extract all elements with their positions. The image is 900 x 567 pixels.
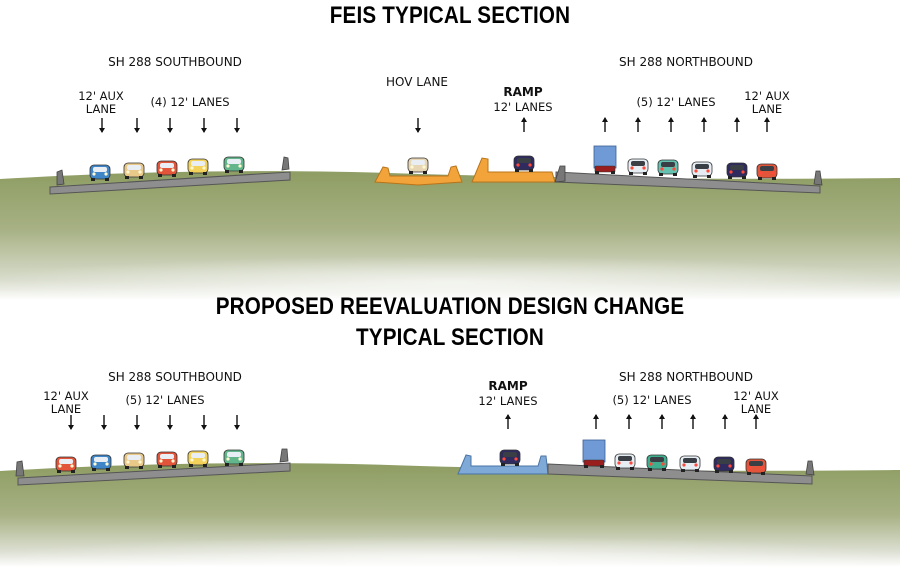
sb-label-2: SH 288 SOUTHBOUND [108, 370, 242, 384]
nb2-lane-arrow-2 [659, 414, 665, 429]
nb2-car-0 [614, 453, 636, 470]
sb1-lane-arrow-4 [234, 118, 240, 133]
nb2-car-2 [679, 455, 701, 472]
northbound-roadway-2 [547, 460, 815, 485]
ramp-sub-label-1: 12' LANES [493, 100, 553, 114]
sb1-car-3 [187, 158, 209, 175]
nb1-car-0 [627, 158, 649, 175]
nb-label-1: SH 288 NORTHBOUND [619, 55, 753, 69]
sb2-car-3 [156, 451, 178, 468]
nb-aux-label-2: 12' AUX LANE [733, 389, 779, 416]
sb2-car-4 [187, 450, 209, 467]
nb-lanes-label-2: (5) 12' LANES [612, 393, 692, 407]
ramp2-car [499, 449, 521, 466]
nb-label-2: SH 288 NORTHBOUND [619, 370, 753, 384]
ramp-sub-label-2: 12' LANES [478, 394, 538, 408]
sb-lanes-label-2: (5) 12' LANES [125, 393, 205, 407]
hov-car [407, 157, 429, 174]
nb2-truck [582, 439, 606, 468]
nb2-car-1 [646, 454, 668, 471]
ramp-label-1: RAMP [503, 85, 543, 99]
sb2-car-2 [123, 452, 145, 469]
nb2-lane-arrow-3 [690, 414, 696, 429]
nb1-lane-arrow-1 [635, 117, 641, 132]
nb1-lane-arrow-5 [764, 117, 770, 132]
nb1-lane-arrow-2 [668, 117, 674, 132]
ramp1-car [513, 155, 535, 172]
section-1-title: FEIS TYPICAL SECTION [329, 2, 571, 29]
southbound-roadway-1 [49, 156, 291, 195]
nb2-lane-arrow-4 [722, 414, 728, 429]
section-2-title-line2: TYPICAL SECTION [356, 324, 544, 351]
nb1-lane-arrow-0 [602, 117, 608, 132]
sb1-lane-arrow-2 [167, 118, 173, 133]
sb-label-1: SH 288 SOUTHBOUND [108, 55, 242, 69]
sb1-car-2 [156, 160, 178, 177]
sb1-lane-arrow-1 [134, 118, 140, 133]
sb-aux-label-2: 12' AUX LANE [43, 389, 89, 416]
nb1-lane-arrow-3 [701, 117, 707, 132]
sb2-lane-arrow-3 [167, 415, 173, 430]
sb1-car-1 [123, 162, 145, 179]
ramp-label-2: RAMP [488, 379, 528, 393]
nb2-lane-arrow-0 [593, 414, 599, 429]
sb1-lane-arrow-0 [99, 118, 105, 133]
sb-aux-label-1: 12' AUX LANE [78, 89, 124, 116]
nb-lanes-label-1: (5) 12' LANES [636, 95, 716, 109]
ramp-structure-2 [457, 454, 549, 475]
nb2-lane-arrow-5 [753, 414, 759, 429]
nb2-car-3 [713, 456, 735, 473]
hov-label: HOV LANE [385, 75, 449, 89]
sb-lanes-label-1: (4) 12' LANES [150, 95, 230, 109]
hov-structure [374, 165, 463, 186]
southbound-roadway-2 [15, 448, 291, 486]
sb2-lane-arrow-1 [101, 415, 107, 430]
nb1-car-3 [726, 162, 748, 179]
northbound-roadway-1 [554, 165, 823, 194]
nb1-truck [593, 145, 617, 174]
nb2-car-4 [745, 458, 767, 475]
sb1-car-4 [223, 156, 245, 173]
sb2-lane-arrow-4 [201, 415, 207, 430]
sb2-lane-arrow-0 [68, 415, 74, 430]
nb-aux-label-1: 12' AUX LANE [744, 89, 790, 116]
sb2-lane-arrow-2 [134, 415, 140, 430]
sb2-lane-arrow-5 [234, 415, 240, 430]
sb1-car-0 [89, 164, 111, 181]
sb1-lane-arrow-3 [201, 118, 207, 133]
nb1-car-2 [691, 161, 713, 178]
sb2-car-1 [90, 454, 112, 471]
sb2-car-0 [55, 456, 77, 473]
section-2-title-line1: PROPOSED REEVALUATION DESIGN CHANGE [215, 293, 685, 320]
ramp2-lane-arrow [505, 414, 511, 429]
sb2-car-5 [223, 449, 245, 466]
ramp-structure-1 [471, 157, 556, 183]
nb1-car-4 [756, 163, 778, 180]
nb2-lane-arrow-1 [626, 414, 632, 429]
nb1-lane-arrow-4 [734, 117, 740, 132]
hov-lane-arrow [415, 118, 421, 133]
nb1-car-1 [657, 159, 679, 176]
ramp1-lane-arrow [521, 117, 527, 132]
